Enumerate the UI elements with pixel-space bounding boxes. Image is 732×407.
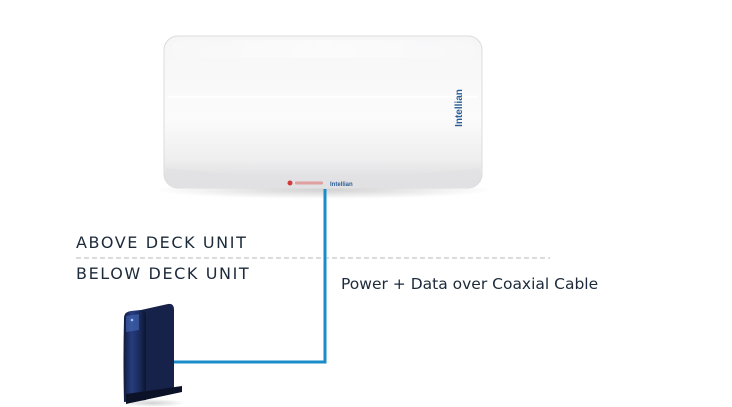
above-deck-label: ABOVE DECK UNIT: [76, 233, 248, 252]
below-deck-label: BELOW DECK UNIT: [76, 264, 251, 283]
warning-label: [287, 180, 323, 186]
below-deck-router: [118, 303, 186, 407]
brand-logo-side: Intellian: [454, 89, 465, 127]
antenna-panel: Intellian Intellian: [154, 35, 494, 199]
cable-description-label: Power + Data over Coaxial Cable: [341, 275, 599, 293]
brand-logo-bottom: Intellian: [330, 182, 353, 188]
coaxial-cable: [172, 189, 327, 364]
